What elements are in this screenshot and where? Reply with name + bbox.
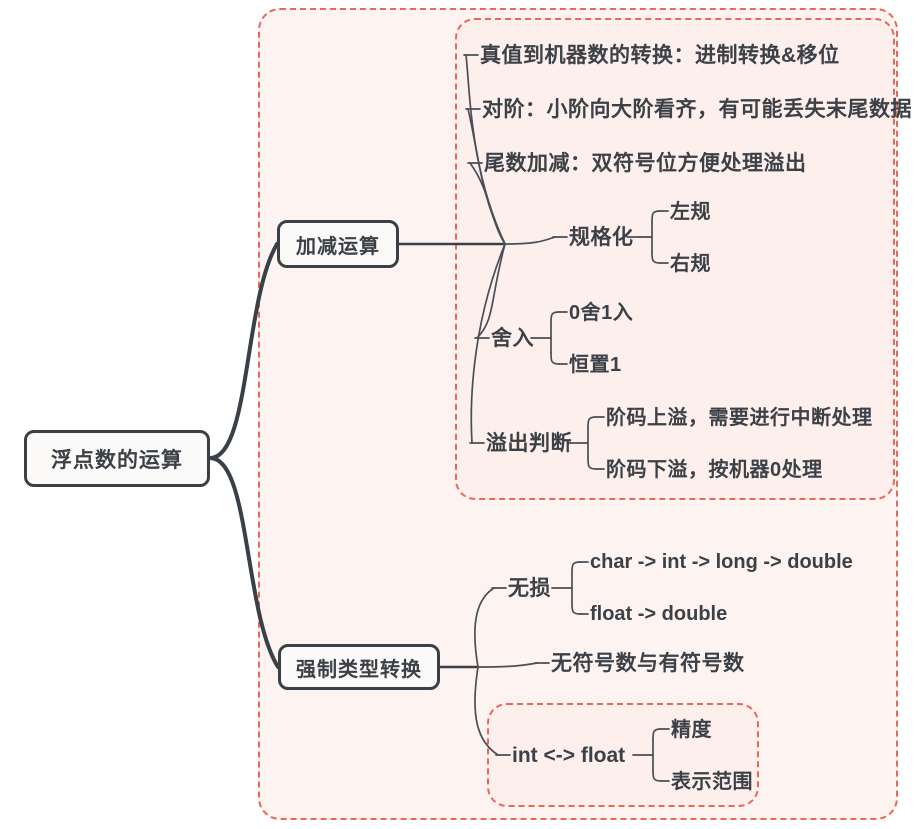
leaf-normalization-left[interactable]: 左规	[670, 201, 711, 223]
branch-node-add-sub[interactable]: 加减运算	[277, 220, 399, 268]
leaf-lossless[interactable]: 无损	[508, 577, 551, 600]
leaf-round-always-one[interactable]: 恒置1	[569, 354, 622, 376]
leaf-normalization-right[interactable]: 右规	[670, 253, 711, 275]
leaf-precision[interactable]: 精度	[671, 719, 712, 741]
branch-node-type-cast[interactable]: 强制类型转换	[278, 644, 440, 690]
leaf-value-range[interactable]: 表示范围	[671, 771, 753, 793]
leaf-exponent-underflow[interactable]: 阶码下溢，按机器0处理	[606, 459, 823, 481]
leaf-unsigned-signed[interactable]: 无符号数与有符号数	[551, 652, 745, 675]
region-int-float	[487, 703, 759, 807]
leaf-rounding[interactable]: 舍入	[491, 327, 534, 350]
leaf-mantissa-addsub[interactable]: 尾数加减：双符号位方便处理溢出	[484, 152, 807, 175]
leaf-true-value-conversion[interactable]: 真值到机器数的转换：进制转换&移位	[480, 44, 840, 67]
root-node[interactable]: 浮点数的运算	[24, 430, 210, 487]
leaf-overflow-check[interactable]: 溢出判断	[486, 432, 572, 455]
leaf-exponent-align[interactable]: 对阶：小阶向大阶看齐，有可能丢失末尾数据	[482, 98, 912, 121]
region-add-sub-details	[455, 18, 895, 500]
leaf-round-zero-one[interactable]: 0舍1入	[569, 302, 634, 324]
leaf-char-int-long-double[interactable]: char -> int -> long -> double	[590, 551, 853, 573]
leaf-int-float[interactable]: int <-> float	[512, 744, 626, 767]
leaf-exponent-overflow[interactable]: 阶码上溢，需要进行中断处理	[606, 407, 873, 429]
leaf-float-double[interactable]: float -> double	[590, 603, 728, 625]
leaf-normalization[interactable]: 规格化	[569, 226, 634, 249]
